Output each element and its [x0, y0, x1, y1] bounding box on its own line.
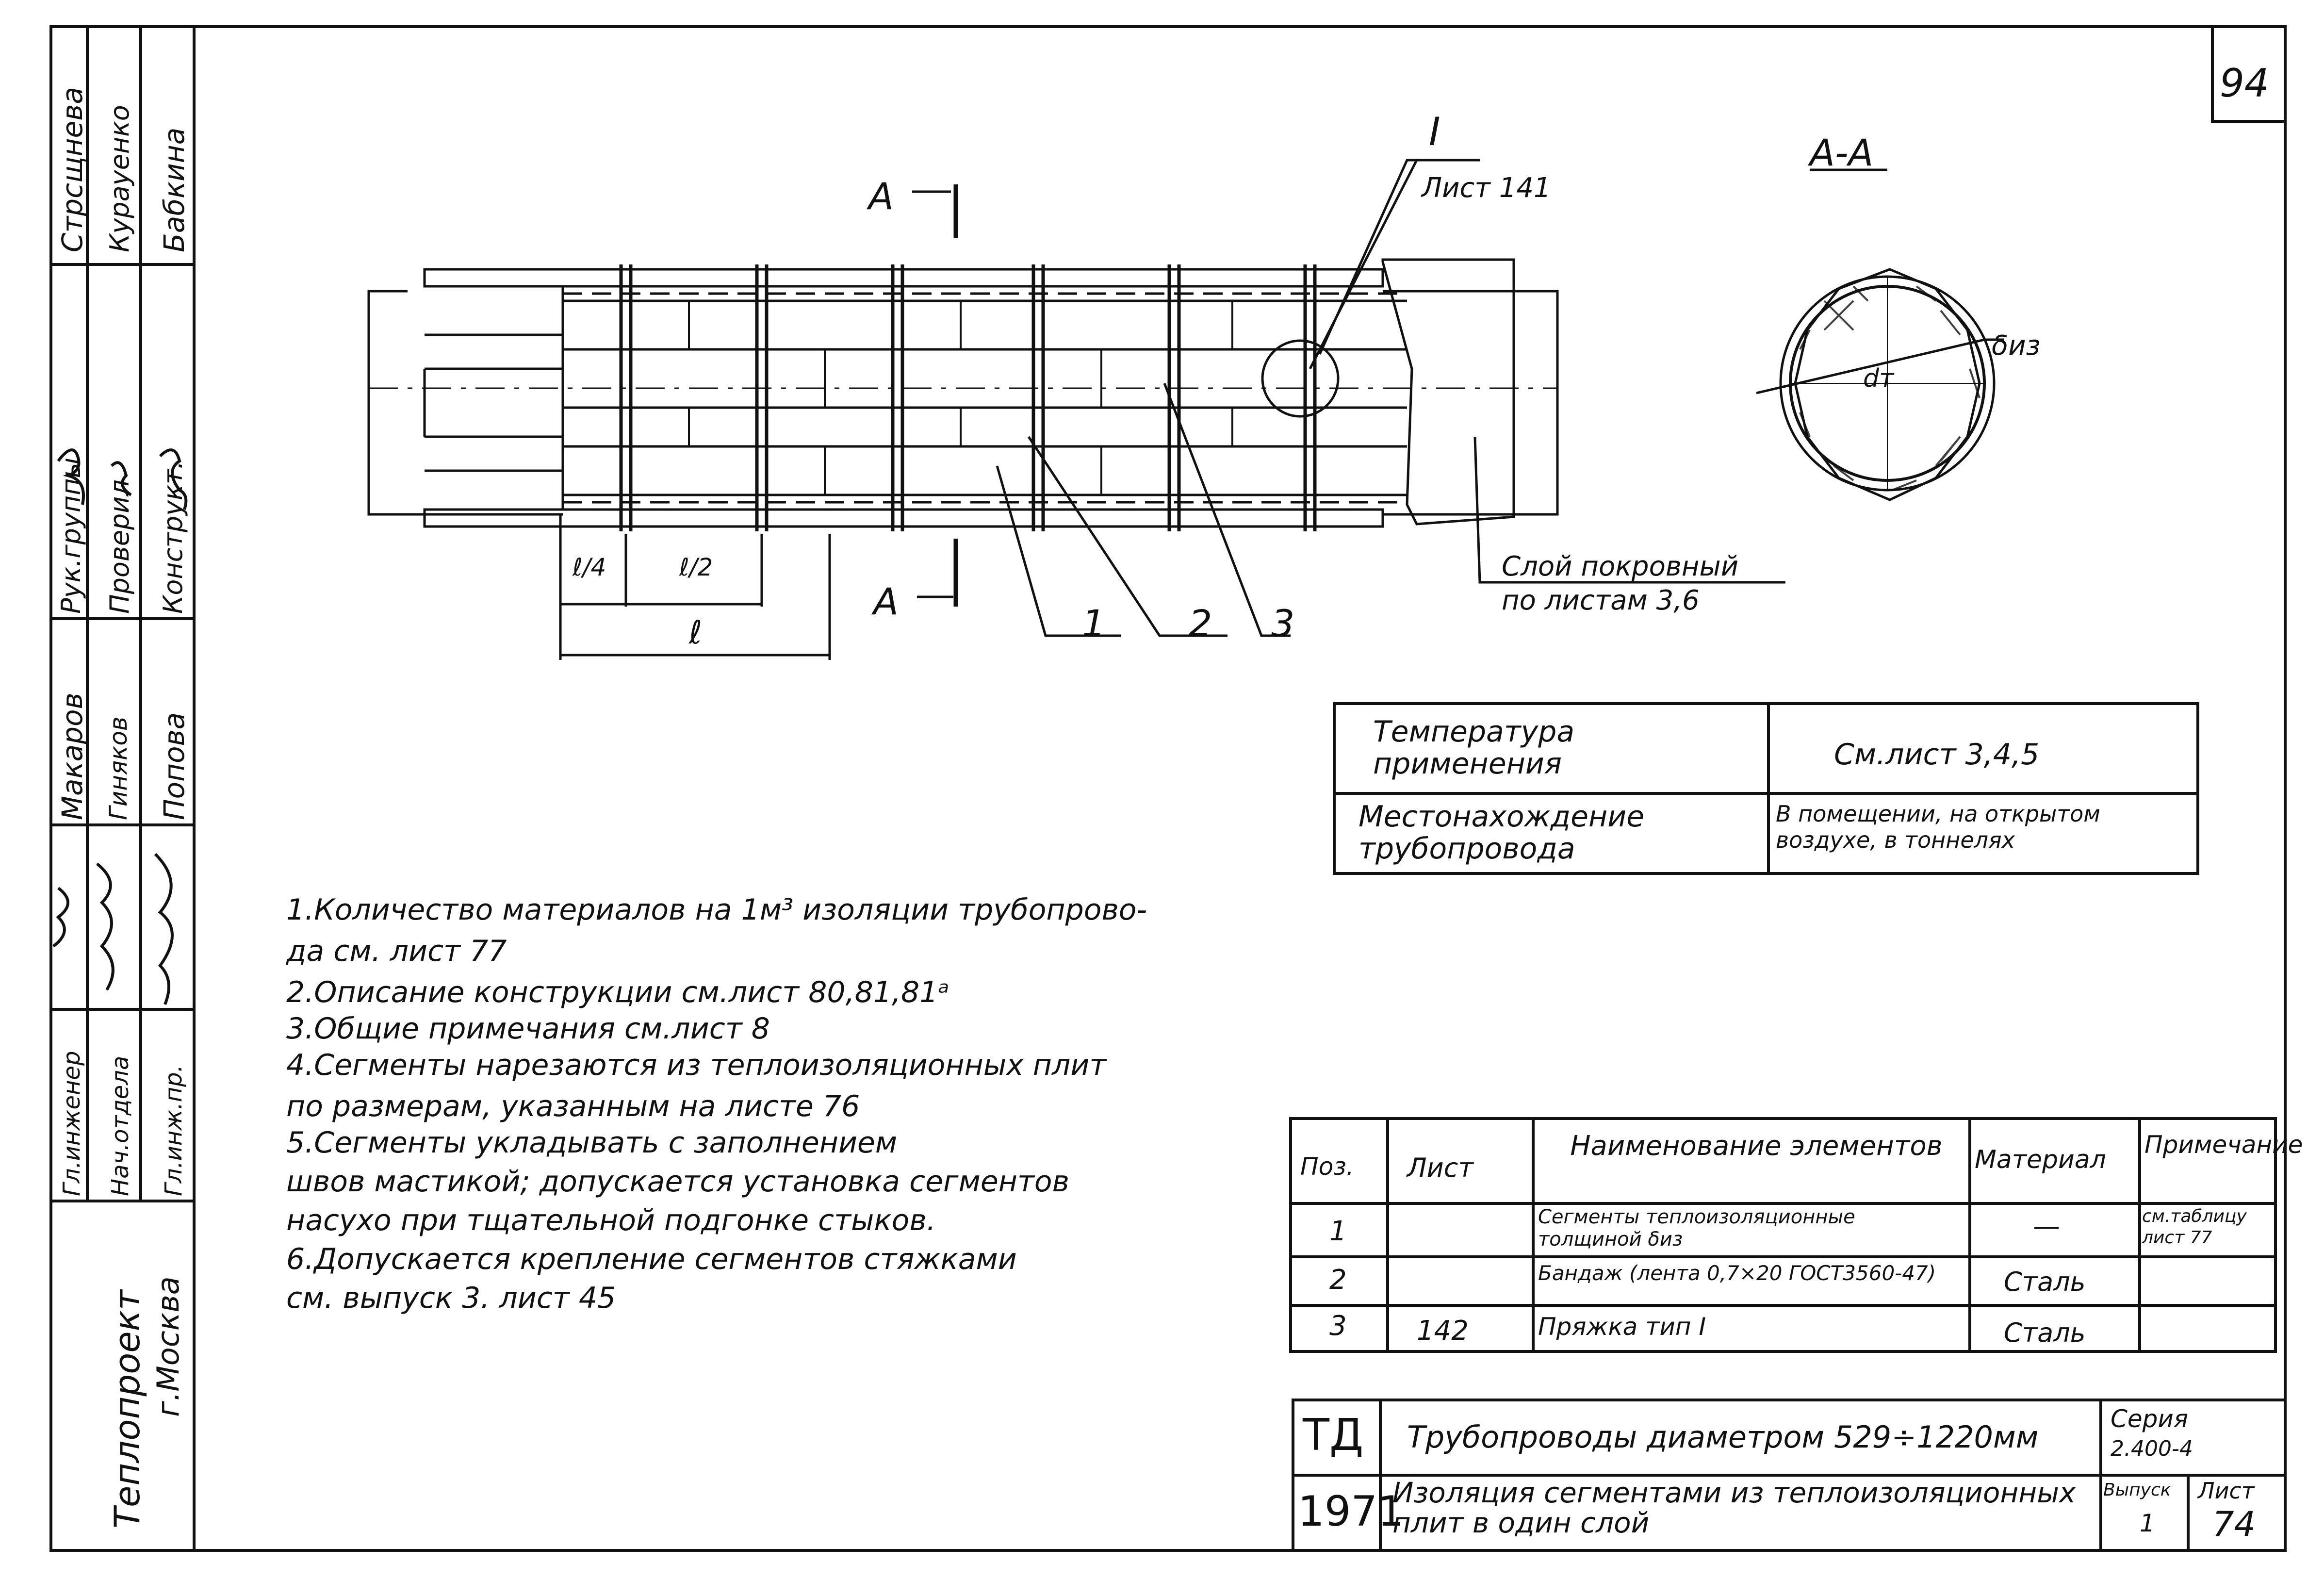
- spec-row-sheet: 142: [1417, 1315, 1469, 1347]
- cover-layer-line1: Слой покровный: [1502, 551, 1739, 582]
- section-title: А-А: [1810, 131, 1874, 174]
- pipe-elevation: [367, 159, 1785, 660]
- spec-row-name: Пряжка тип I: [1538, 1313, 1706, 1341]
- note-line: 1.Количество материалов на 1м³ изоляции …: [286, 893, 1147, 927]
- conditions-table-grid: [1333, 702, 2199, 875]
- section-dt: dт: [1863, 364, 1894, 393]
- series-value: 2.400-4: [2111, 1436, 2193, 1461]
- sheet-number: 94: [2220, 61, 2269, 106]
- spec-row-pos: 2: [1329, 1264, 1347, 1296]
- spec-row-material: —: [2033, 1211, 2060, 1242]
- section-mark-a: A: [868, 175, 894, 218]
- section-diz: δиз: [1992, 330, 2041, 362]
- section-mark-a-lower: A: [873, 580, 899, 623]
- spec-header-sheet: Лист: [1407, 1152, 1473, 1183]
- note-line: 5.Сегменты укладывать с заполнением: [286, 1126, 898, 1160]
- note-line: да см. лист 77: [286, 934, 507, 968]
- dim-l2: ℓ/2: [679, 553, 713, 581]
- detail-ref: Лист 141: [1422, 172, 1551, 204]
- spec-row-note: см.таблицу лист 77: [2142, 1206, 2247, 1248]
- series-label: Серия: [2111, 1405, 2188, 1433]
- spec-row-pos: 1: [1329, 1216, 1347, 1247]
- sheet-label: Лист: [2198, 1478, 2255, 1504]
- note-line: 2.Описание конструкции см.лист 80,81,81ᵃ: [286, 975, 949, 1009]
- note-line: 3.Общие примечания см.лист 8: [286, 1012, 770, 1046]
- spec-row-material: Сталь: [2004, 1267, 2086, 1297]
- dim-l4: ℓ/4: [573, 553, 606, 581]
- title-block-grid: [1292, 1399, 2287, 1552]
- detail-mark: I: [1429, 109, 1440, 154]
- cover-layer-line2: по листам 3,6: [1502, 585, 1700, 616]
- note-line: 4.Сегменты нарезаются из теплоизоляционн…: [286, 1048, 1107, 1082]
- note-line: швов мастикой; допускается установка сег…: [286, 1165, 1069, 1199]
- issue-value: 1: [2140, 1509, 2155, 1537]
- spec-table-grid: [1289, 1117, 2277, 1353]
- section-hatch: [1799, 285, 1980, 491]
- note-line: 6.Допускается крепление сегментов стяжка…: [286, 1242, 1017, 1276]
- spec-header-name: Наименование элементов: [1570, 1130, 1943, 1162]
- title-line2: Изоляция сегментами из теплоизоляционных…: [1392, 1476, 2076, 1539]
- dim-l: ℓ: [689, 614, 703, 651]
- title-line1: Трубопроводы диаметром 529÷1220мм: [1407, 1419, 2039, 1455]
- position-2: 2: [1189, 602, 1212, 645]
- conditions-value: См.лист 3,4,5: [1834, 738, 2040, 772]
- title-year: 1971: [1298, 1487, 1404, 1536]
- spec-header-note: Примечание: [2144, 1131, 2303, 1159]
- conditions-label: Местонахождение трубопровода: [1358, 800, 1645, 866]
- spec-header-material: Материал: [1975, 1145, 2106, 1174]
- conditions-label: Температура применения: [1373, 715, 1575, 781]
- city: г.Москва: [150, 1276, 186, 1417]
- spec-row-name: Сегменты теплоизоляционные толщиной δиз: [1538, 1206, 1855, 1251]
- note-line: насухо при тщательной подгонке стыков.: [286, 1203, 936, 1237]
- conditions-value: В помещении, на открытом воздухе, в тонн…: [1776, 801, 2100, 853]
- sheet-value: 74: [2212, 1504, 2256, 1544]
- spec-row-material: Сталь: [2004, 1317, 2086, 1348]
- organization: Теплопроект: [107, 1290, 147, 1529]
- note-line: см. выпуск 3. лист 45: [286, 1281, 616, 1315]
- issue-label: Выпуск: [2103, 1480, 2171, 1500]
- position-3: 3: [1271, 602, 1295, 645]
- note-line: по размерам, указанным на листе 76: [286, 1089, 860, 1123]
- spec-row-name: Бандаж (лента 0,7×20 ГОСТ3560-47): [1538, 1261, 1936, 1285]
- title-code: ТД: [1303, 1410, 1364, 1461]
- section-aa: [1756, 168, 2004, 501]
- position-1: 1: [1082, 602, 1106, 645]
- spec-row-pos: 3: [1329, 1310, 1347, 1342]
- spec-header-pos: Поз.: [1300, 1152, 1354, 1181]
